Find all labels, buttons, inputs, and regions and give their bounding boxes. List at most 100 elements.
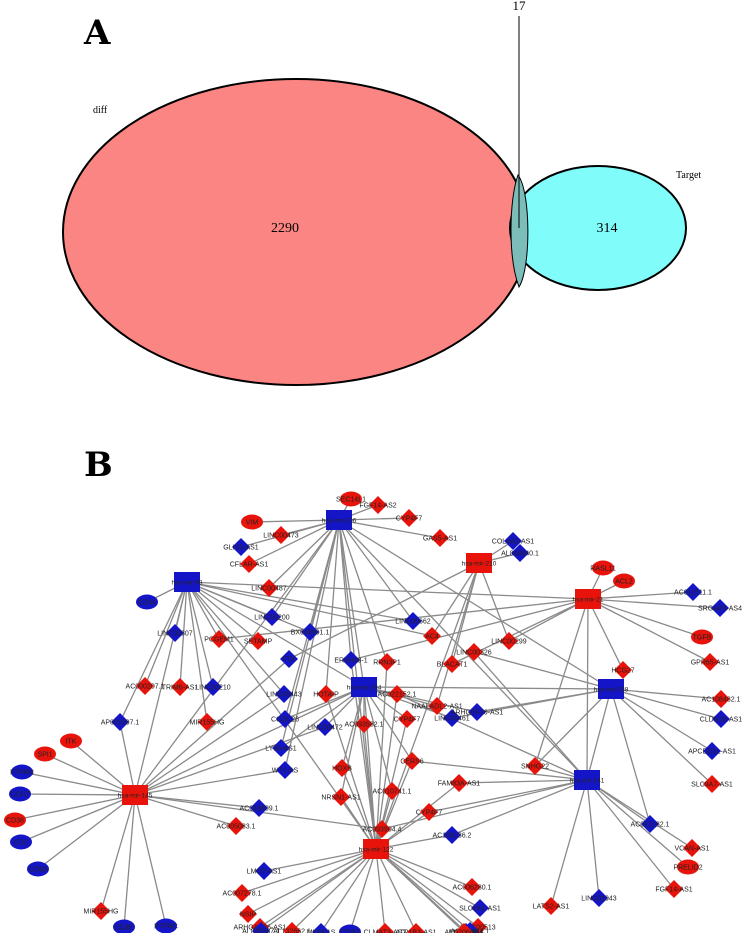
network-node-n15[interactable]: SRGAP3-AS4 — [698, 599, 742, 617]
network-node-n71[interactable]: VCAN-AS1 — [674, 839, 710, 857]
mirna-hub-h122[interactable]: hsa-mir-122 — [359, 839, 394, 859]
network-node-n61[interactable]: CYP4F7 — [416, 803, 443, 821]
network-node-n77[interactable]: LINC01943 — [581, 889, 617, 907]
network-node-n39[interactable]: NAALADL2-AS1 — [411, 697, 463, 715]
network-node-n6[interactable]: GAS5-AS1 — [423, 529, 457, 547]
network-node-n69[interactable]: AC108136.2 — [433, 826, 472, 844]
network-node-n63[interactable]: SLC9A7-AS1 — [691, 775, 733, 793]
network-node-n43[interactable]: AC093582.1 — [345, 715, 384, 733]
network-node-n49[interactable]: AP001007.1 — [101, 713, 140, 731]
mirna-hub-h98[interactable]: hsa-mir-98 — [171, 572, 203, 592]
network-node-n86[interactable]: PTPRC — [154, 918, 178, 933]
network-node-n1[interactable]: LINC00473 — [263, 526, 299, 544]
network-node-n82[interactable]: NSIP — [239, 905, 257, 923]
network-node-n13[interactable]: ACL2 — [613, 573, 635, 589]
network-node-n73[interactable]: PRELID2 — [673, 859, 703, 875]
network-node-n38[interactable]: AC022152.1 — [378, 685, 417, 703]
network-node-n68[interactable]: AC093904.4 — [363, 820, 402, 838]
network-node-n24[interactable]: AC4 — [423, 627, 441, 645]
network-node-n59[interactable]: AC010741.1 — [373, 782, 412, 800]
network-node-n64[interactable]: PTPRN — [10, 764, 34, 780]
mirna-hub-h204[interactable]: hsa-mir-204 — [347, 677, 382, 697]
network-node-n89[interactable]: AL035587.1 — [242, 922, 280, 933]
network-node-n36[interactable]: LINC00443 — [266, 685, 302, 703]
network-node-n58[interactable]: NRSN1-AS1 — [321, 788, 361, 806]
network-node-n12[interactable]: RASL11 — [590, 560, 616, 576]
mirna-hub-h145[interactable]: hsa-mir-145 — [118, 785, 153, 805]
network-node-n29[interactable]: ERVH48-1 — [334, 651, 368, 669]
network-node-n84[interactable]: MIR155HG — [83, 902, 119, 920]
network-node-n37[interactable]: HOTAIP — [313, 685, 339, 703]
network-node-n20[interactable]: LINC00307 — [157, 624, 193, 642]
network-node-n28[interactable]: FTX — [280, 650, 298, 668]
network-node-n31[interactable]: BLACAT1 — [437, 655, 468, 673]
network-node-n78[interactable]: LMO7-AS1 — [247, 862, 282, 880]
network-node-n54[interactable]: CERS6 — [400, 752, 424, 770]
network-node-n47[interactable]: CLDN10-AS1 — [700, 710, 743, 728]
network-node-n93[interactable]: MKNK1S — [307, 923, 336, 933]
network-node-n65[interactable]: CCR7 — [9, 786, 31, 802]
venn-intersection[interactable] — [510, 173, 529, 289]
network-node-n52[interactable]: WT1-AS — [272, 761, 299, 779]
mirna-hub-h210[interactable]: hsa-mir-210 — [462, 553, 497, 573]
network-node-n5[interactable]: VIM — [241, 514, 263, 530]
network-node-n66[interactable]: CD36 — [4, 812, 26, 828]
mirna-hub-h338[interactable]: hsa-mir-338 — [594, 679, 629, 699]
network-node-n75[interactable]: FGF14-AS1 — [655, 880, 693, 898]
network-node-n41[interactable]: CCDC26 — [271, 710, 299, 728]
network-node-n80[interactable]: AC007278.1 — [223, 884, 262, 902]
network-node-n19[interactable]: CD44 — [136, 594, 158, 610]
network-node-n95[interactable]: CLMAT3-AS2 — [364, 923, 407, 933]
network-node-n67[interactable]: AC005083.1 — [217, 817, 256, 835]
network-node-n32[interactable]: LINC00326 — [456, 643, 492, 661]
network-node-n21[interactable]: LINC00200 — [254, 608, 290, 626]
network-node-n94[interactable]: CD3G — [339, 924, 361, 933]
mirna-hub-h141[interactable]: hsa-mir-141 — [570, 770, 605, 790]
network-node-n72[interactable]: CD2 — [10, 834, 32, 850]
network-node-n18[interactable]: HCG27 — [611, 661, 635, 679]
network-node-n30[interactable]: RRN3P1 — [373, 653, 401, 671]
network-node-n2[interactable]: SEC14L1 — [336, 491, 366, 507]
network-node-n27[interactable]: SETAMP — [244, 632, 273, 650]
network-node-n3[interactable]: FGF14-AS2 — [359, 496, 397, 514]
network-node-n53[interactable]: HOXB — [332, 759, 352, 777]
network-node-n22[interactable]: BX649601.1 — [291, 623, 330, 641]
network-node-n60[interactable]: FAM83A-AS1 — [438, 774, 481, 792]
network-node-n42[interactable]: LINC00472 — [307, 718, 343, 736]
network-node-n85[interactable]: CD3E — [113, 919, 135, 933]
network-node-n11[interactable]: LINC00487 — [251, 579, 287, 597]
network-node-n50[interactable]: MIR155HG — [189, 713, 225, 731]
network-node-n14[interactable]: AC011511.1 — [674, 583, 712, 601]
network-node-n92[interactable]: AL132662.1 — [273, 922, 311, 933]
network-node-n44[interactable]: CYP4F7 — [394, 710, 421, 728]
network-node-n55[interactable]: SNHG22 — [521, 757, 549, 775]
network-node-n35[interactable]: LINC00210 — [195, 678, 231, 696]
network-node-n45[interactable]: ARHGEF26-AS1 — [451, 703, 504, 721]
network-node-n16[interactable]: TGFB — [691, 629, 713, 645]
network-node-n17[interactable]: GPR65-AS1 — [691, 653, 730, 671]
network-node-n81[interactable]: SLC6A1-AS1 — [459, 899, 501, 917]
network-node-n25[interactable]: LINC00299 — [491, 632, 527, 650]
network-node-n9[interactable]: AL049840.1 — [501, 544, 539, 562]
network-node-n26[interactable]: PCGEM1 — [204, 630, 234, 648]
network-node-n57[interactable]: SPI1 — [34, 746, 56, 762]
network-node-n10[interactable]: CFLAR-AS1 — [230, 555, 269, 573]
mirna-hub-h21[interactable]: hsa-mir-21 — [572, 589, 604, 609]
network-node-n4[interactable]: CYP4F7 — [396, 509, 423, 527]
network-node-n96[interactable]: ATP1B3-AS1 — [395, 923, 437, 933]
network-node-n56[interactable]: ITK — [60, 733, 82, 749]
network-node-n48[interactable]: APCDD1L-AS1 — [688, 742, 736, 760]
network-node-n40[interactable]: LINC00461 — [434, 709, 470, 727]
network-node-n33[interactable]: AC000207.1 — [126, 677, 165, 695]
venn-set-target[interactable] — [509, 165, 687, 291]
network-node-n23[interactable]: LINC00662 — [395, 612, 431, 630]
network-node-n8[interactable]: COL4A2-AS1 — [492, 532, 535, 550]
network-node-n51[interactable]: LY86-AS1 — [265, 739, 297, 757]
network-node-n46[interactable]: AC108482.1 — [702, 690, 741, 708]
network-node-n62[interactable]: AC018809.1 — [240, 799, 279, 817]
network-node-n74[interactable]: CD69 — [27, 861, 49, 877]
network-node-n76[interactable]: LATS2-AS1 — [533, 897, 570, 915]
network-node-n34[interactable]: TRIM6-AS1 — [162, 678, 199, 696]
network-node-n91[interactable]: AC020663.1 — [445, 923, 484, 933]
network-node-n70[interactable]: AC022182.1 — [631, 815, 670, 833]
